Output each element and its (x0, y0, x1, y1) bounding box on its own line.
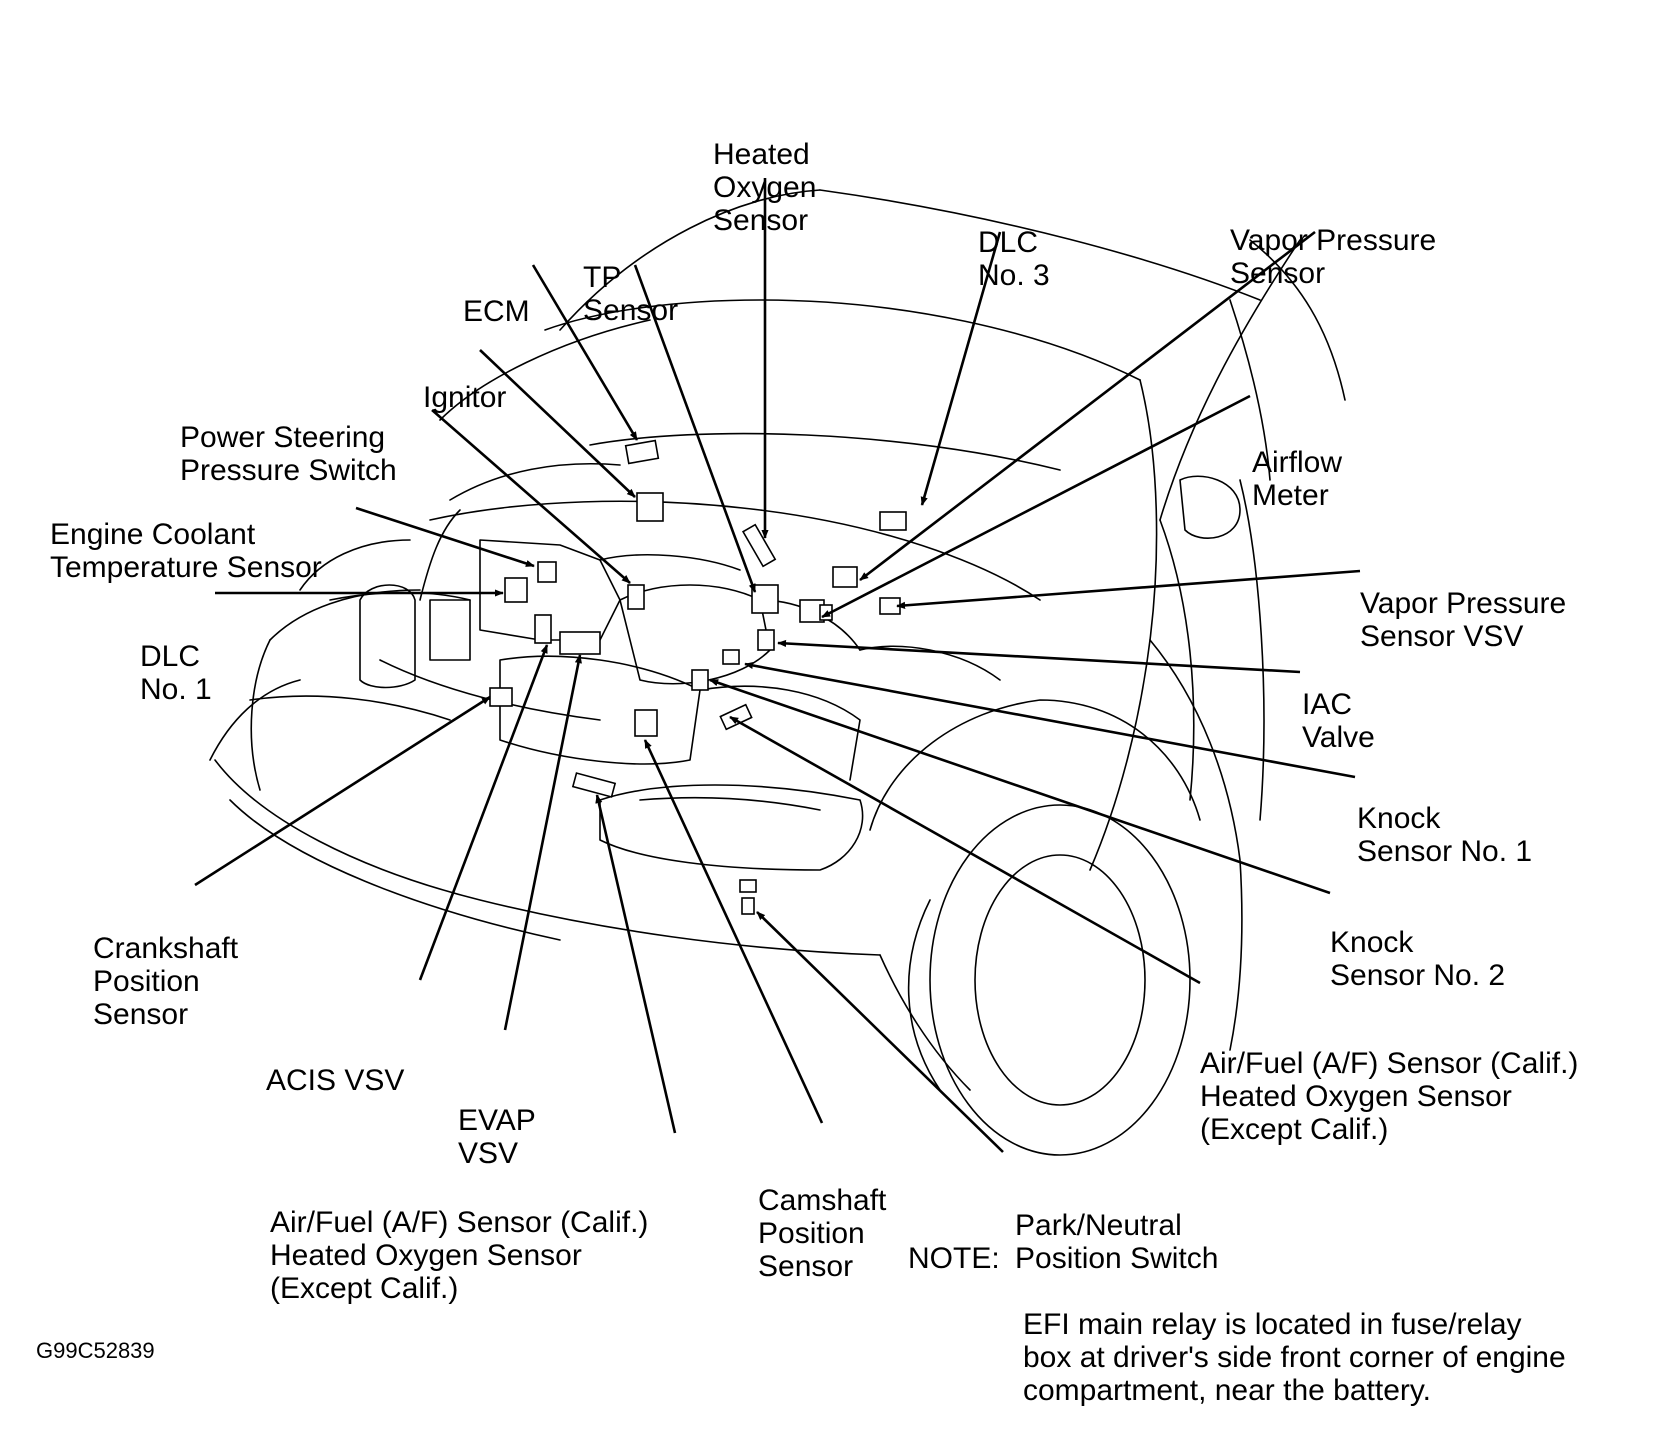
arrow-ignitor (479, 349, 636, 498)
label-ecm: ECM (463, 295, 530, 328)
arrow-park-neutral (756, 911, 1004, 1153)
arrow-ecm (531, 264, 639, 441)
arrow-af-right (729, 715, 1201, 985)
arrow-camshaft (643, 739, 824, 1124)
label-af-sensor-bottom: Air/Fuel (A/F) Sensor (Calif.)Heated Oxy… (270, 1206, 649, 1305)
arrow-power-steering (431, 409, 631, 584)
arrow-acis-vsv (418, 644, 549, 981)
arrow-vapor-pressure-sensor (859, 230, 1316, 582)
arrow-dlc-no3 (920, 231, 1002, 506)
arrow-crankshaft (194, 695, 491, 887)
arrow-knock-1 (744, 661, 1356, 779)
arrow-iac-valve (777, 639, 1301, 674)
arrow-af-bottom (595, 794, 677, 1134)
arrow-tp-sensor (633, 264, 757, 593)
arrow-knock-2 (709, 678, 1331, 895)
arrow-vapor-vsv (896, 569, 1361, 609)
components (489, 439, 907, 915)
label-af-sensor-right: Air/Fuel (A/F) Sensor (Calif.)Heated Oxy… (1200, 1047, 1579, 1146)
leader-arrows (194, 178, 1361, 1153)
figure-code: G99C52839 (36, 1338, 155, 1363)
arrow-evap-vsv (503, 654, 582, 1031)
label-ignitor: Ignitor (423, 381, 507, 414)
arrow-engine-coolant (355, 506, 535, 568)
label-acis-vsv: ACIS VSV (266, 1064, 405, 1097)
arrow-airflow-meter (821, 394, 1251, 619)
note-heading: NOTE: (908, 1242, 1000, 1275)
